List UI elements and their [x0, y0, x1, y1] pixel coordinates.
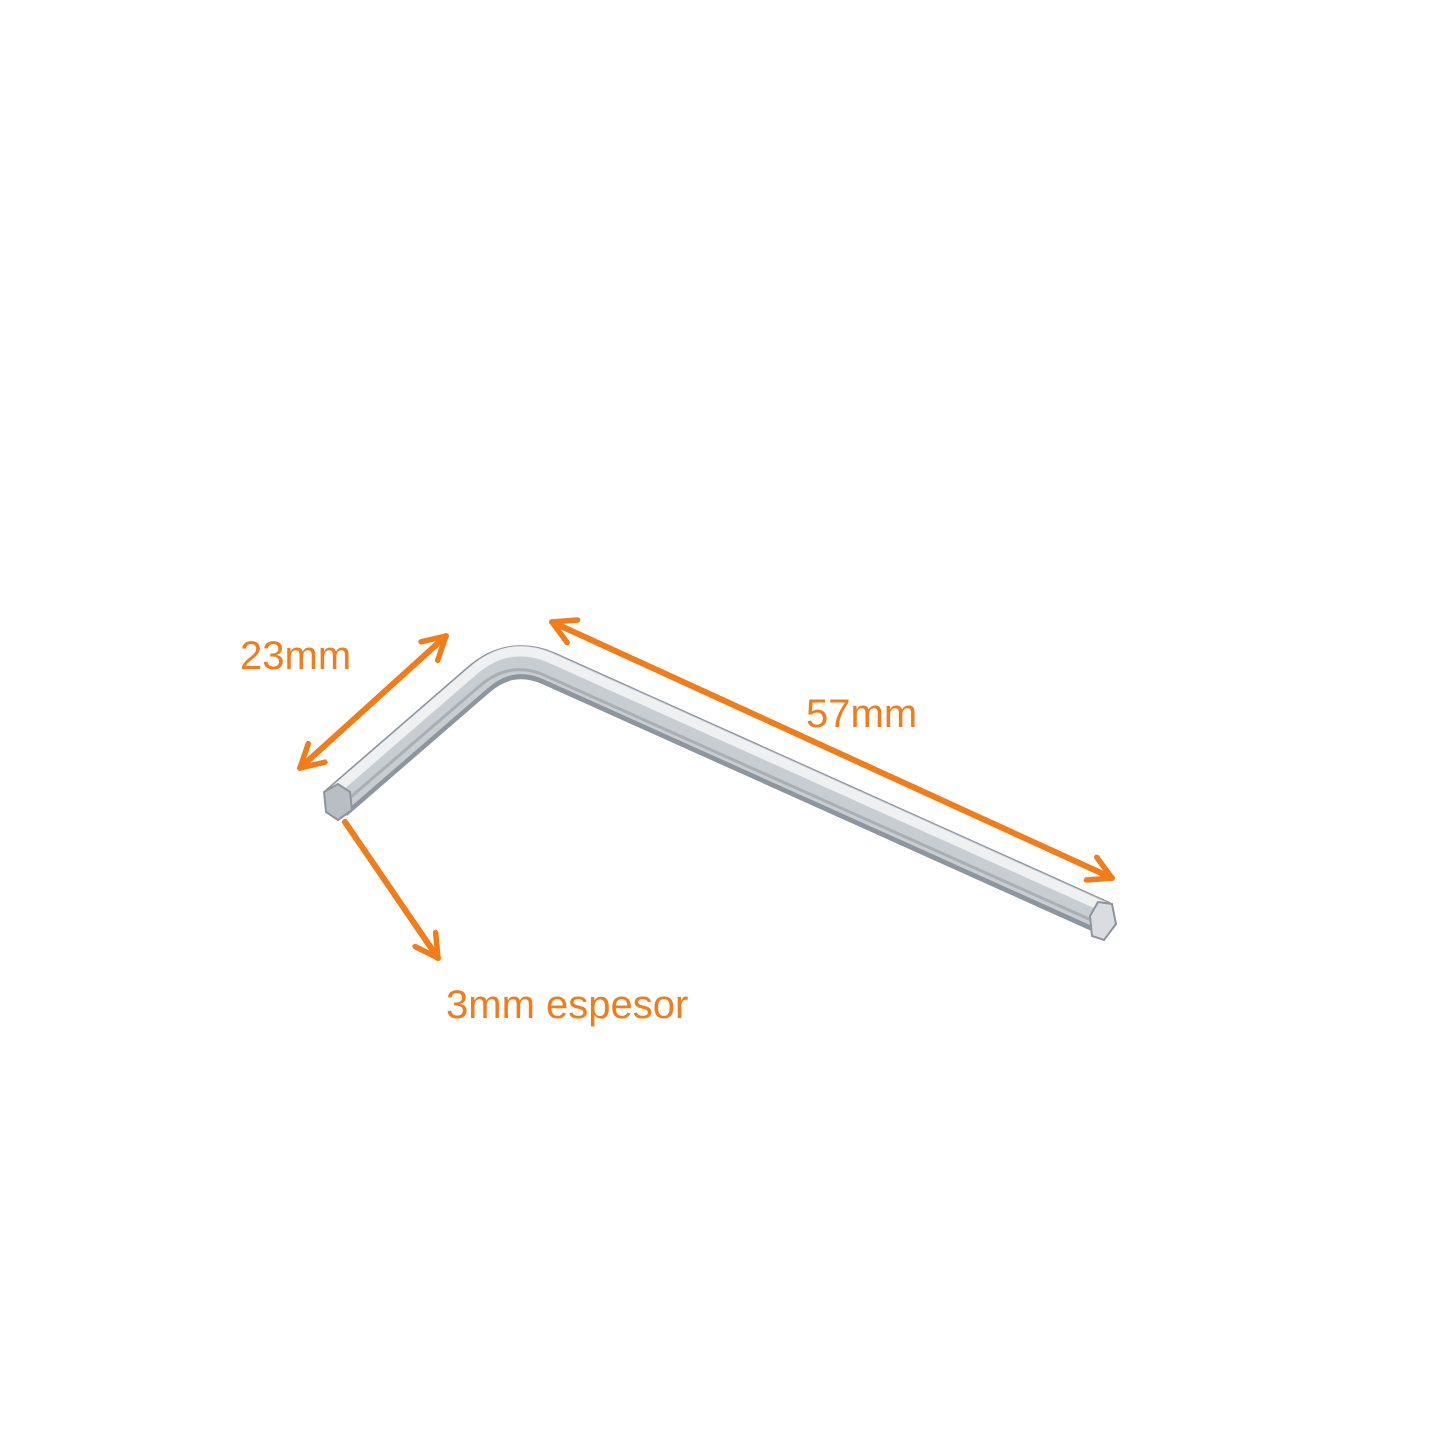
- allen-key-end-short: [322, 782, 354, 822]
- thickness-label: 3mm espesor: [446, 983, 689, 1027]
- long-arm-length-label: 57mm: [806, 692, 918, 736]
- allen-key-highlight: [328, 646, 1109, 913]
- allen-key-body: [326, 646, 1110, 929]
- allen-key-edge: [337, 668, 1101, 926]
- allen-key-icon: [322, 645, 1118, 942]
- long-arm-dimension-arrow: [549, 622, 1115, 878]
- short-arm-dimension-arrow: [297, 633, 449, 771]
- allen-key-end-long: [1088, 900, 1118, 942]
- short-arm-length-label: 23mm: [240, 634, 352, 678]
- thickness-dimension-arrow: [342, 819, 441, 961]
